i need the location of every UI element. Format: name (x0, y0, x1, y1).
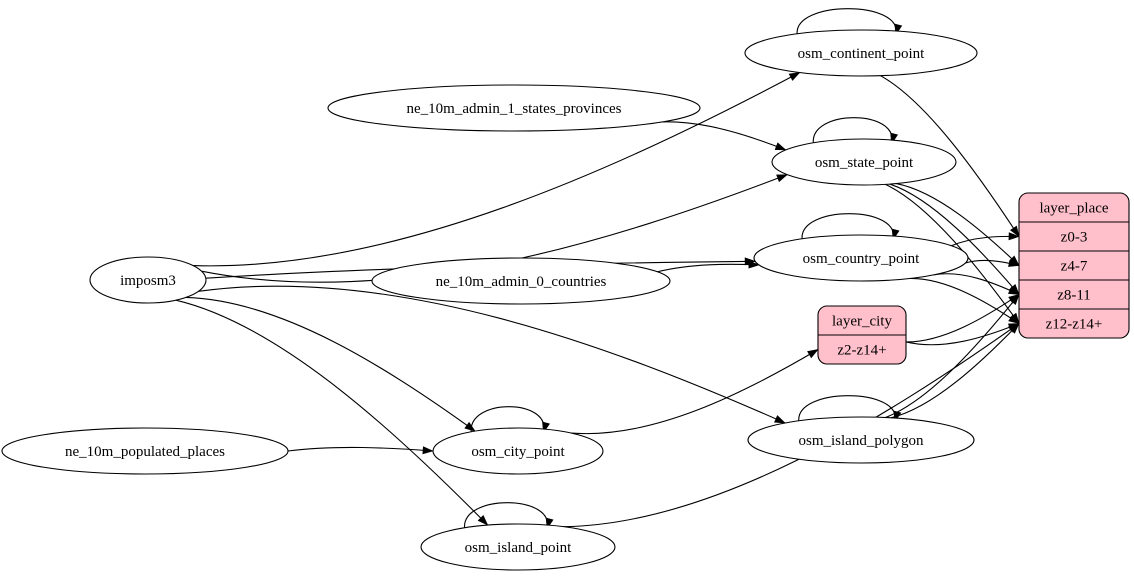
node-shape-osm_continent_point[interactable] (744, 29, 978, 77)
edge-arrowhead (1007, 286, 1020, 295)
nodes-layer: imposm3 ne_10m_admin_1_states_provincesne… (1, 29, 1130, 571)
edge-imposm3-to-osm_continent_point (193, 72, 801, 267)
node-imposm3[interactable]: imposm3 (89, 256, 207, 304)
edge-imposm3-to-osm_island_polygon (198, 285, 786, 424)
edge-arrowhead (788, 72, 801, 81)
node-ne_states[interactable]: ne_10m_admin_1_states_provinces (327, 84, 701, 132)
edge-path (193, 72, 800, 267)
edge-path (880, 75, 1020, 237)
node-shape-imposm3[interactable] (89, 256, 207, 304)
edge-arrowhead (1008, 322, 1020, 333)
node-shape-osm_state_point[interactable] (771, 138, 957, 186)
edge-osm_country_point-to-layer_place-z4-7 (965, 259, 1020, 267)
edge-path (905, 322, 1020, 346)
edge-path (910, 277, 1020, 324)
node-ne_populated[interactable]: ne_10m_populated_places (1, 427, 289, 475)
edge-osm_country_point-to-layer_place-z8-11 (933, 273, 1020, 295)
edge-path (933, 273, 1020, 295)
record-bg-layer_place (1018, 192, 1130, 339)
node-shape-osm_island_point[interactable] (420, 523, 616, 571)
edge-arrowhead (477, 514, 489, 526)
edge-path (657, 263, 759, 273)
node-osm_continent_point[interactable]: osm_continent_point (744, 29, 978, 77)
edge-path (563, 323, 1020, 528)
node-osm_state_point[interactable]: osm_state_point (771, 138, 957, 186)
edge-osm_country_point-to-layer_place-z12-z14+ (910, 277, 1020, 324)
edge-osm_country_point-to-layer_place-z0-3 (951, 232, 1020, 247)
edge-imposm3-to-osm_city_point (185, 296, 476, 432)
edge-path (905, 294, 1020, 343)
node-shape-osm_city_point[interactable] (432, 427, 604, 475)
node-ne_countries[interactable]: ne_10m_admin_0_countries (371, 257, 671, 305)
node-osm_city_point[interactable]: osm_city_point (432, 427, 604, 475)
edge-arrowhead (1008, 314, 1020, 324)
node-shape-ne_states[interactable] (327, 84, 701, 132)
edge-path (890, 323, 1020, 419)
node-osm_island_polygon[interactable]: osm_island_polygon (747, 416, 975, 464)
edge-path (175, 299, 489, 526)
edge-arrowhead (464, 421, 476, 432)
edge-layer_city-to-layer_place-z12-z14+ (905, 322, 1020, 346)
node-shape-ne_countries[interactable] (371, 257, 671, 305)
edge-arrowhead (776, 174, 789, 183)
self-loop-path (801, 213, 894, 240)
edge-arrowhead (774, 142, 787, 151)
node-shape-osm_island_polygon[interactable] (747, 416, 975, 464)
edge-path (889, 183, 1020, 295)
edge-osm_continent_point-to-layer_place-z0-3 (880, 75, 1020, 238)
edge-osm_island_polygon-to-layer_place-z12-z14+ (890, 322, 1020, 419)
edge-path (185, 296, 476, 432)
edge-ne_countries-to-osm_country_point (657, 260, 760, 273)
edge-ne_populated-to-osm_city_point (287, 446, 434, 455)
edge-arrowhead (1009, 225, 1020, 238)
edge-path (571, 349, 819, 435)
self-loop-path (464, 502, 548, 529)
node-osm_island_point[interactable]: osm_island_point (420, 523, 616, 571)
node-shape-osm_country_point[interactable] (753, 234, 969, 282)
edge-osm_island_point-to-layer_place-z12-z14+ (563, 322, 1020, 528)
edge-path (287, 446, 434, 452)
node-osm_country_point[interactable]: osm_country_point (753, 234, 969, 282)
edge-arrowhead (1009, 293, 1020, 306)
edge-arrowhead (807, 349, 819, 359)
edge-arrowhead (774, 415, 786, 424)
self-loop-path (798, 395, 896, 422)
edge-osm_city_point-to-layer_city-z2-z14+ (571, 349, 819, 435)
node-shape-ne_populated[interactable] (1, 427, 289, 475)
self-loop-path (796, 8, 897, 35)
edge-path (896, 183, 1020, 266)
edge-path (885, 183, 1020, 324)
edge-arrowhead (1008, 232, 1020, 241)
edge-arrowhead (748, 260, 760, 269)
edge-imposm3-to-osm_island_point (175, 299, 489, 526)
edge-arrowhead (422, 446, 434, 455)
edge-path (198, 285, 786, 424)
edge-arrowhead (1008, 259, 1020, 267)
edges-layer (175, 8, 1020, 530)
